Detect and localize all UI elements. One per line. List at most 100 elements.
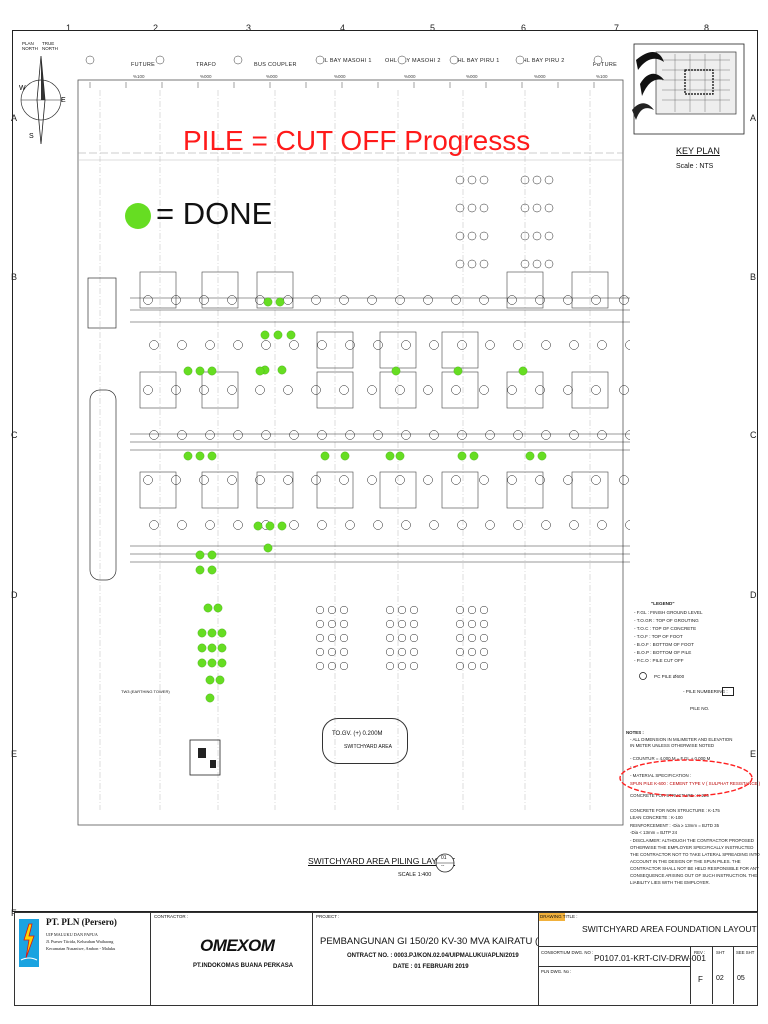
pile-circle-icon xyxy=(520,175,530,185)
pile-circle-icon xyxy=(339,619,349,629)
foundation-outline xyxy=(571,471,609,509)
done-pile-marker-icon xyxy=(286,330,296,340)
bay-sub: %000 xyxy=(404,74,416,79)
pile-circle-icon xyxy=(143,475,153,485)
divider xyxy=(538,966,690,967)
level-tag-value: TO.GV. (+) 0.200M xyxy=(332,731,383,737)
pile-circle-icon xyxy=(227,475,237,485)
pile-circle-icon xyxy=(289,520,299,530)
done-pile-marker-icon xyxy=(525,451,535,461)
plan-ref-top: 01 xyxy=(441,855,447,861)
key-plan-title: KEY PLAN xyxy=(676,146,720,156)
done-pile-marker-icon xyxy=(197,643,207,653)
pile-circle-icon xyxy=(327,605,337,615)
pile-circle-icon xyxy=(367,295,377,305)
progress-title: PILE = CUT OFF Progresss xyxy=(183,125,531,156)
pile-circle-icon xyxy=(289,340,299,350)
legend-pile-symbol: PC PILE Ø600 xyxy=(654,674,685,679)
done-pile-marker-icon xyxy=(263,297,273,307)
plan-title: SWITCHYARD AREA PILING LAYOUT xyxy=(308,856,456,866)
done-pile-marker-icon xyxy=(260,330,270,340)
legend-item: - T.O.GR : TOP OF GROUTING xyxy=(634,618,699,623)
pile-circle-icon xyxy=(233,520,243,530)
pile-circle-icon xyxy=(311,295,321,305)
note-line: OTHERWISE THE EMPLOYER SPECIFICALLY INST… xyxy=(630,845,754,850)
pile-circle-icon xyxy=(315,647,325,657)
bay-bubble-icon xyxy=(593,55,603,65)
pile-circle-icon xyxy=(429,520,439,530)
done-marker-icon xyxy=(125,203,151,229)
pile-circle-icon xyxy=(467,605,477,615)
foundation-outline xyxy=(139,471,177,509)
legend-pile-no: PILE NO. xyxy=(690,706,710,711)
pile-circle-icon xyxy=(289,430,299,440)
pile-circle-icon xyxy=(451,295,461,305)
drawing-title: SWITCHYARD AREA FOUNDATION LAYOUT xyxy=(582,924,757,934)
owner-line: Jl. Pueser Tiirida, Kelurahan Waihaong xyxy=(46,939,114,944)
owner-line: UIP MALUKU DAN PAPUA xyxy=(46,932,98,937)
bay-bubble-icon xyxy=(515,55,525,65)
pile-circle-icon xyxy=(479,175,489,185)
done-pile-marker-icon xyxy=(207,628,217,638)
notes-title: NOTES : xyxy=(626,730,644,735)
pile-circle-icon xyxy=(429,340,439,350)
grid-row-a-right: A xyxy=(750,113,757,123)
foundation-outline xyxy=(441,371,479,409)
pile-circle-icon xyxy=(171,475,181,485)
done-pile-marker-icon xyxy=(217,643,227,653)
grid-row-f: F xyxy=(11,908,17,918)
pile-circle-icon xyxy=(367,385,377,395)
pile-circle-icon xyxy=(591,295,601,305)
grid-col-7: 7 xyxy=(614,23,620,33)
pile-circle-icon xyxy=(467,259,477,269)
done-pile-marker-icon xyxy=(197,628,207,638)
sheet-value: 02 xyxy=(716,975,724,982)
pile-circle-icon xyxy=(339,605,349,615)
note-line: THE CONTRACTOR NOT TO TAKE LATERAL SPREA… xyxy=(630,852,760,857)
pile-circle-icon xyxy=(563,295,573,305)
bay-title: OHL BAY PIRU 1 xyxy=(453,58,500,64)
done-pile-marker-icon xyxy=(391,366,401,376)
note-line: - DISCLAIMER: ALTHOUGH THE CONTRACTOR PR… xyxy=(630,838,754,843)
note-line: CONSEQUENCE ARISING OUT OF SUCH INSTRUCT… xyxy=(630,873,758,878)
project-title: PEMBANGUNAN GI 150/20 KV-30 MVA KAIRATU … xyxy=(320,936,569,947)
foundation-outline xyxy=(316,371,354,409)
trench-box xyxy=(89,389,117,581)
pile-circle-icon xyxy=(619,295,629,305)
pile-circle-icon xyxy=(455,619,465,629)
pile-circle-icon xyxy=(409,633,419,643)
done-pile-marker-icon xyxy=(395,451,405,461)
done-pile-marker-icon xyxy=(207,643,217,653)
pile-circle-icon xyxy=(261,340,271,350)
legend-pile-numbering: - PILE NUMBERING : xyxy=(683,689,728,694)
pile-circle-icon xyxy=(345,520,355,530)
note-line: - MATERIAL SPECIFICATION : xyxy=(630,773,692,778)
pile-circle-icon xyxy=(315,633,325,643)
divider xyxy=(733,946,734,1004)
pile-circle-icon xyxy=(455,605,465,615)
done-pile-marker-icon xyxy=(277,521,287,531)
pile-circle-icon xyxy=(479,385,489,395)
pile-circle-icon xyxy=(429,430,439,440)
done-pile-marker-icon xyxy=(320,451,330,461)
trench-box xyxy=(87,277,117,329)
bay-title: FUTURE xyxy=(593,62,618,68)
pile-circle-icon xyxy=(479,259,489,269)
pile-circle-icon xyxy=(467,633,477,643)
pile-circle-icon xyxy=(520,203,530,213)
done-pile-marker-icon xyxy=(205,693,215,703)
done-pile-marker-icon xyxy=(263,543,273,553)
grid-row-b: B xyxy=(11,272,18,282)
pile-circle-icon xyxy=(401,520,411,530)
pile-circle-icon xyxy=(451,475,461,485)
piling-plan xyxy=(77,55,630,826)
foundation-outline xyxy=(139,371,177,409)
pile-circle-icon xyxy=(455,259,465,269)
pile-circle-icon xyxy=(479,295,489,305)
bay-title: OHL BAY MASOHI 1 xyxy=(316,58,372,64)
grid-row-c-right: C xyxy=(750,430,757,440)
drawing-info-block xyxy=(538,912,758,1006)
legend-item: - P.C.O : PILE CUT OFF xyxy=(634,658,684,663)
svg-text:W: W xyxy=(19,85,26,92)
pile-circle-icon xyxy=(409,647,419,657)
